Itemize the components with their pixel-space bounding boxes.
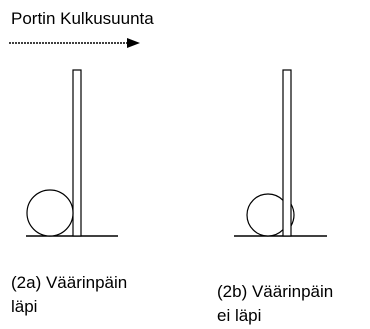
- ball-2b-overlap-arc: [290, 203, 295, 227]
- caption-2b-line1: (2b) Väärinpäin: [217, 282, 334, 301]
- gate-post-2a: [72, 69, 82, 237]
- ball-2a: [26, 189, 74, 237]
- caption-2a-line2: läpi: [11, 297, 38, 316]
- panel-2b-diagram: [234, 69, 327, 237]
- gate-post-2b: [282, 69, 292, 237]
- caption-2a-line1: (2a) Väärinpäin: [11, 273, 128, 292]
- caption-2b-line2: ei läpi: [217, 306, 262, 325]
- panel-2a-diagram: [26, 69, 118, 237]
- direction-arrow-icon: [9, 38, 140, 48]
- direction-label: Portin Kulkusuunta: [11, 9, 154, 28]
